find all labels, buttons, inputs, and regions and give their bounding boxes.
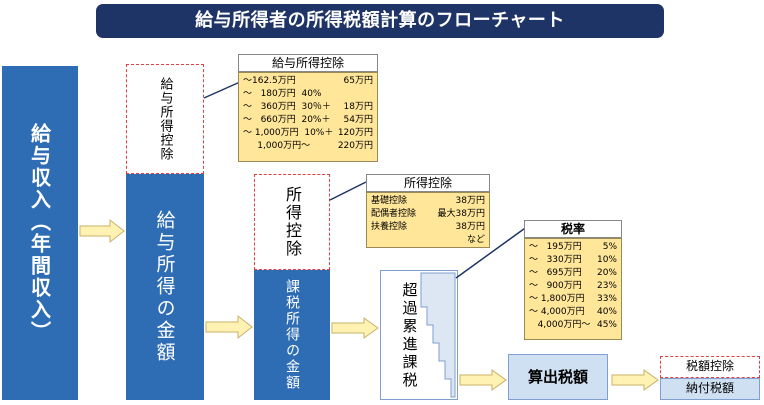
table-cell-value: 65万円	[343, 76, 373, 86]
table-row: ～ 360万円 30％＋ 18万円	[243, 101, 373, 114]
table-cell-bracket: ～ 360万円 30％＋	[243, 102, 331, 112]
connector-3	[455, 225, 529, 279]
table-cell-value: 18万円	[343, 102, 373, 112]
arrow-4	[459, 369, 507, 391]
table-cell-bracket: ～ 180万円 40%	[243, 89, 322, 99]
table-cell-value: 33%	[596, 294, 617, 304]
table-row: ～ 180万円 40%	[243, 88, 373, 101]
table-row: ～ 695万円 20%	[529, 267, 617, 280]
kyuyo-kojo-label: 給与所得控除	[157, 77, 173, 161]
calculated-tax-label: 算出税額	[527, 368, 588, 386]
table-cell-bracket: 扶養控除	[371, 222, 408, 232]
calculated-tax-box: 算出税額	[508, 354, 608, 400]
table-cell-value: 45%	[596, 320, 617, 330]
connector-1	[203, 81, 241, 99]
table-row: ～ 330万円 10%	[529, 254, 617, 267]
table-row: ～ 900万円 23%	[529, 280, 617, 293]
table-cell-bracket: 配偶者控除	[371, 209, 417, 219]
salary-income-box: 給与収入（年間収入）	[2, 66, 78, 400]
table-row: 配偶者控除 最大38万円	[371, 208, 485, 221]
table-cell-bracket: 基礎控除	[371, 196, 408, 206]
table-cell-value: 23%	[596, 281, 617, 291]
table-cell-value: 220万円	[337, 141, 373, 151]
table-cell-value: 10%	[596, 255, 617, 265]
table-cell-bracket: ～ 1,000万円 10%＋	[243, 128, 334, 138]
arrow-2	[205, 314, 253, 340]
table-cell-bracket: ～ 695万円	[529, 268, 582, 278]
arrow-1	[79, 218, 125, 244]
table-cell-value: 最大38万円	[437, 209, 485, 219]
table-cell-value: 5%	[602, 242, 617, 252]
table-row: ～ 1,800万円 33%	[529, 293, 617, 306]
taxrate-table-header: 税率	[524, 220, 622, 238]
table-cell-bracket: ～ 900万円	[529, 281, 582, 291]
table-cell-value: 38万円	[455, 222, 485, 232]
tax-credit-label: 税額控除	[685, 359, 734, 373]
table-cell-bracket: 4,000万円～	[529, 320, 591, 330]
arrow-5	[611, 369, 659, 391]
progressive-tax-box: 超過累進課税	[380, 270, 458, 400]
shotoku-table-header: 所得控除	[366, 174, 490, 192]
table-cell-value: 38万円	[455, 196, 485, 206]
table-cell-bracket: ～ 4,000万円	[529, 307, 585, 317]
table-cell-bracket: ～ 330万円	[529, 255, 582, 265]
progressive-tax-label: 超過累進課税	[400, 282, 419, 390]
kyuyo-table-header: 給与所得控除	[238, 54, 378, 72]
kyuyo-kojo-box: 給与所得控除	[126, 64, 204, 174]
table-row: ～ 4,000万円 40%	[529, 306, 617, 319]
kazei-amount-box: 課税所得の金額	[254, 270, 330, 400]
table-cell-bracket	[371, 234, 467, 247]
table-cell-bracket: 1,000万円～	[243, 141, 311, 151]
table-cell-bracket: ～ 195万円	[529, 242, 582, 252]
table-cell-bracket: ～162.5万円	[243, 76, 296, 86]
table-row: 扶養控除 38万円	[371, 221, 485, 234]
table-row: ～ 660万円 20%＋ 54万円	[243, 114, 373, 127]
step-graphic	[420, 272, 456, 398]
table-row: 基礎控除 38万円	[371, 195, 485, 208]
table-cell-value: 20%	[596, 268, 617, 278]
table-cell-value: 40%	[596, 307, 617, 317]
table-row: など	[371, 234, 485, 247]
table-cell-value: など	[466, 235, 485, 245]
table-cell-bracket: ～ 1,800万円	[529, 294, 585, 304]
shotoku-kojo-box: 所得控除	[254, 174, 330, 270]
table-cell-value: 120万円	[337, 128, 373, 138]
table-row: ～ 1,000万円 10%＋120万円	[243, 127, 373, 140]
table-cell-bracket: ～ 660万円 20%＋	[243, 115, 331, 125]
table-row: ～162.5万円 65万円	[243, 75, 373, 88]
kyuyo-amount-label: 給与所得の金額	[153, 210, 176, 364]
page-title: 給与所得者の所得税額計算のフローチャート	[96, 4, 664, 38]
arrow-3	[331, 317, 379, 339]
tax-payable-label: 納付税額	[685, 381, 734, 395]
tax-credit-box: 税額控除	[660, 356, 760, 378]
shotoku-kojo-label: 所得控除	[283, 186, 302, 258]
kyuyo-amount-box: 給与所得の金額	[126, 174, 204, 400]
table-cell-value: 54万円	[343, 115, 373, 125]
connector-2	[329, 181, 367, 201]
table-row: 4,000万円～ 45%	[529, 319, 617, 332]
salary-income-label: 給与収入（年間収入）	[27, 123, 52, 343]
table-row: ～ 195万円 5%	[529, 241, 617, 254]
tax-payable-box: 納付税額	[660, 378, 760, 400]
table-row: 1,000万円～ 220万円	[243, 140, 373, 153]
kazei-amount-label: 課税所得の金額	[284, 279, 300, 391]
